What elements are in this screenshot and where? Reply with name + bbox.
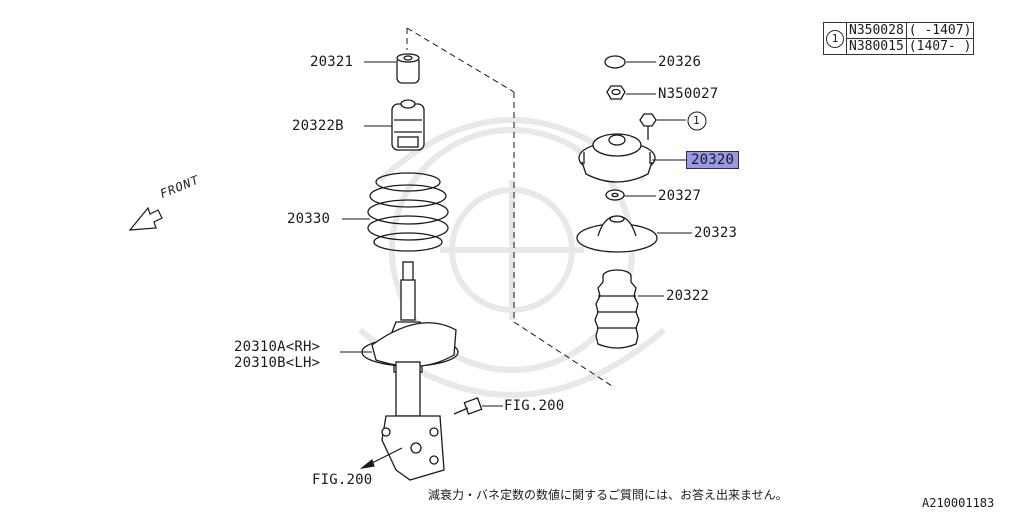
- footer-note: 減衰力・バネ定数の数値に関するご質問には、お答え出来ません。: [428, 488, 788, 502]
- nut-n350027: [606, 85, 626, 100]
- reference-part-2[interactable]: N380015: [846, 38, 907, 55]
- strut-assembly-20310: [361, 261, 459, 481]
- label-20310a[interactable]: 20310A<RH>: [234, 339, 321, 355]
- bump-stopper-20321: [396, 53, 420, 84]
- bound-stopper-20322b: [391, 99, 425, 151]
- label-20323[interactable]: 20323: [694, 225, 738, 241]
- nut-ref-1: [639, 113, 657, 140]
- reference-range-2: (1407- ): [905, 38, 975, 55]
- reference-range-1: ( -1407): [905, 22, 975, 39]
- strut-mount-20320: [578, 133, 656, 183]
- assembly-dashed-lines: [406, 27, 613, 387]
- reference-mark: 1: [826, 29, 844, 48]
- reference-part-1[interactable]: N350028: [846, 22, 907, 39]
- label-20322b[interactable]: 20322B: [292, 118, 344, 134]
- coil-spring-20330: [367, 172, 449, 252]
- strut-bolt: [453, 397, 483, 415]
- ref-marker-circle: [687, 111, 707, 131]
- label-n350027[interactable]: N350027: [658, 86, 719, 102]
- leader-lines: [340, 61, 692, 407]
- front-arrow-icon: [128, 206, 163, 231]
- dust-boot-20322: [594, 269, 640, 349]
- reference-table: 1 N350028 ( -1407) N380015 (1407- ): [823, 22, 975, 55]
- diagram-code: A210001183: [922, 496, 995, 510]
- label-20310b[interactable]: 20310B<LH>: [234, 355, 321, 371]
- label-20327[interactable]: 20327: [658, 188, 702, 204]
- label-20320-highlighted[interactable]: 20320: [686, 151, 740, 169]
- fig-arrow: [359, 447, 403, 469]
- label-20322[interactable]: 20322: [666, 288, 710, 304]
- label-20330[interactable]: 20330: [287, 211, 331, 227]
- label-20321[interactable]: 20321: [310, 54, 354, 70]
- label-20326[interactable]: 20326: [658, 54, 702, 70]
- label-fig-200-bolt[interactable]: FIG.200: [504, 398, 565, 414]
- spring-seat-20323: [576, 215, 658, 253]
- cap-20326: [604, 55, 626, 69]
- reference-mark-cell: 1: [823, 22, 847, 55]
- label-fig-200-bottom[interactable]: FIG.200: [312, 472, 373, 488]
- washer-20327: [605, 189, 625, 201]
- label-ref-1[interactable]: 1: [693, 114, 700, 127]
